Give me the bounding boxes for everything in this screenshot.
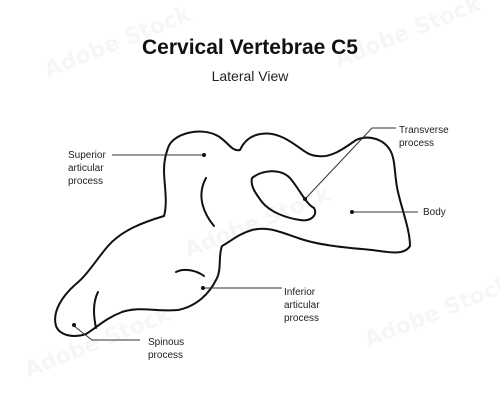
diagram-subtitle: Lateral View: [211, 68, 289, 84]
leader-line-transverse: [305, 127, 396, 199]
inner-groove-line: [175, 268, 205, 277]
label-spinous-process: Spinous process: [148, 337, 185, 361]
leader-line-spinous: [73, 325, 140, 341]
label-body: Body: [423, 207, 446, 218]
label-inferior-articular-process: Inferior articular process: [284, 287, 320, 324]
leader-dot: [350, 210, 354, 214]
leader-dot: [303, 197, 307, 201]
diagram-title: Cervical Vertebrae C5: [142, 36, 358, 59]
label-transverse-process: Transverse process: [399, 125, 449, 149]
inner-groove-line: [93, 291, 99, 329]
leader-dot: [201, 286, 205, 290]
watermark-strip: [0, 382, 500, 400]
leader-dot: [202, 153, 206, 157]
label-superior-articular-process: Superior articular process: [68, 150, 106, 187]
vertebra-outline: [54, 130, 411, 337]
foramen-curve: [250, 170, 317, 222]
inner-groove-line: [200, 177, 215, 227]
leader-dot: [72, 323, 76, 327]
